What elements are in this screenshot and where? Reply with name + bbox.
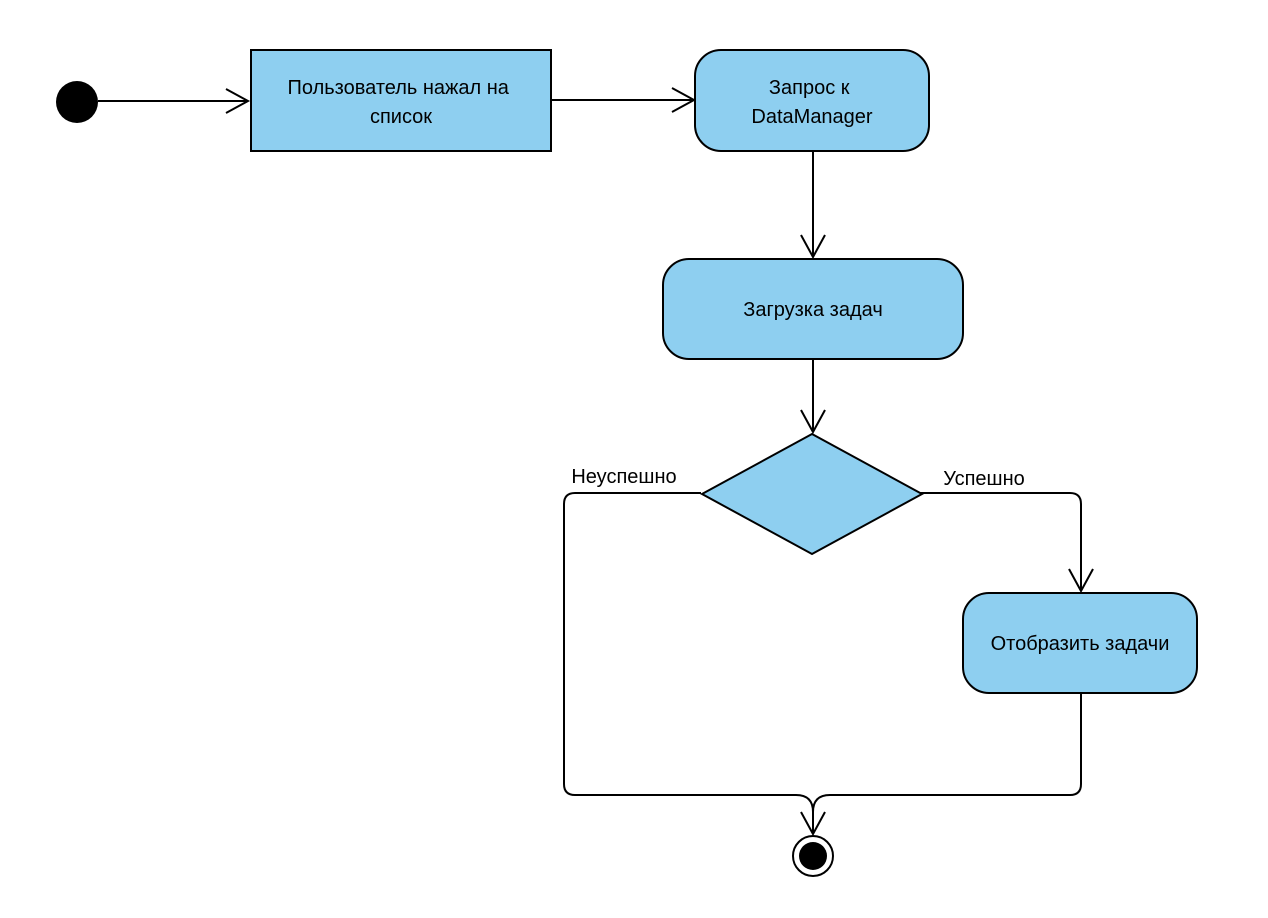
node-user-clicked (250, 49, 552, 152)
arrowhead (800, 811, 826, 837)
node-user-clicked-line-2: список (370, 106, 432, 128)
node-request-line-2: DataManager (751, 106, 873, 128)
node-request (694, 49, 930, 152)
node-request-label: Запрос к DataManager (751, 77, 873, 128)
arrowhead (1068, 568, 1094, 594)
edge-decision-to-display (920, 492, 1082, 591)
node-user-clicked-line-1: Пользователь нажал на (288, 77, 510, 99)
edge-decision-to-merge (563, 492, 814, 834)
node-loading (662, 258, 964, 360)
node-request-line-1: Запрос к (769, 77, 850, 99)
start-node (56, 81, 98, 123)
arrowhead (225, 88, 251, 114)
node-user-clicked-label: Пользователь нажал на список (288, 77, 515, 128)
node-display (962, 592, 1198, 694)
edge-display-to-merge (812, 693, 1082, 813)
node-display-label: Отобразить задачи (991, 633, 1170, 655)
arrowhead (800, 409, 826, 435)
arrowhead (800, 234, 826, 260)
decision-diamond (699, 432, 925, 556)
end-node-dot (799, 842, 827, 870)
branch-label-fail: Неуспешно (571, 466, 676, 488)
node-loading-label: Загрузка задач (743, 299, 883, 321)
branch-label-success: Успешно (943, 468, 1025, 490)
